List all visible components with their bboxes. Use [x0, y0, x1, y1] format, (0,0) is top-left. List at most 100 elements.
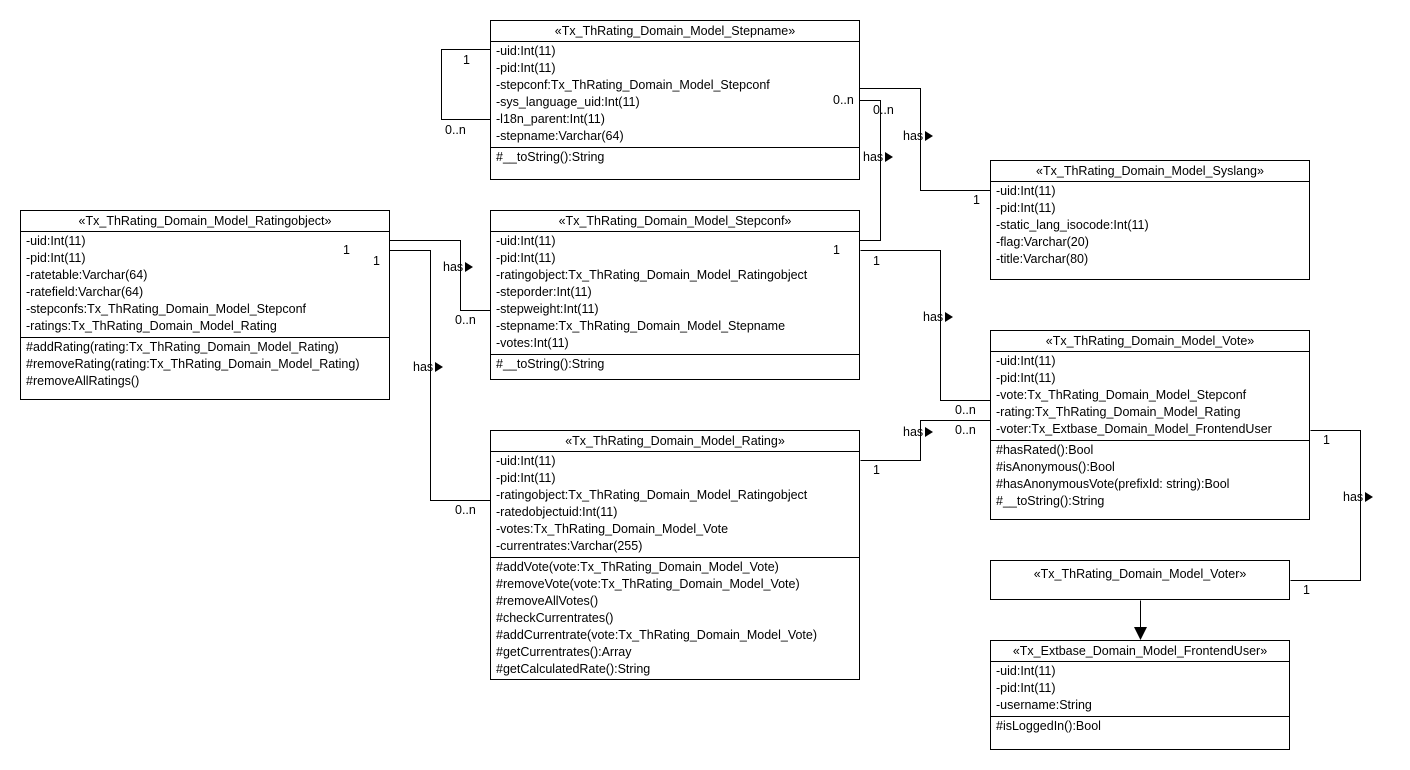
- attribute: -rating:Tx_ThRating_Domain_Model_Rating: [996, 405, 1241, 419]
- operation: #__toString():String: [496, 357, 605, 371]
- operation: #removeVote(vote:Tx_ThRating_Domain_Mode…: [496, 577, 800, 591]
- rating-vote-association: [860, 420, 991, 461]
- association-has-label: has: [443, 260, 473, 274]
- attribute: -username:String: [996, 698, 1092, 712]
- operation: #addVote(vote:Tx_ThRating_Domain_Model_V…: [496, 560, 779, 574]
- operation: #removeRating(rating:Tx_ThRating_Domain_…: [26, 357, 360, 371]
- attribute: -pid:Int(11): [996, 371, 1056, 385]
- attribute: -flag:Varchar(20): [996, 235, 1089, 249]
- attribute: -l18n_parent:Int(11): [496, 112, 605, 126]
- attribute: -uid:Int(11): [996, 354, 1056, 368]
- class-stepname-header: «Tx_ThRating_Domain_Model_Stepname»: [491, 21, 859, 42]
- operation: #removeAllVotes(): [496, 594, 599, 608]
- association-has-label: has: [903, 425, 933, 439]
- attribute: -ratingobject:Tx_ThRating_Domain_Model_R…: [496, 488, 808, 502]
- vote-voter-association: [1290, 430, 1361, 581]
- attribute: -uid:Int(11): [496, 44, 556, 58]
- multiplicity-label: 1: [873, 254, 880, 268]
- multiplicity-label: 0..n: [833, 93, 854, 107]
- operation: #addCurrentrate(vote:Tx_ThRating_Domain_…: [496, 628, 818, 642]
- attribute: -stepname:Tx_ThRating_Domain_Model_Stepn…: [496, 319, 786, 333]
- class-syslang[interactable]: «Tx_ThRating_Domain_Model_Syslang» -uid:…: [990, 160, 1310, 280]
- operation: #getCurrentrates():Array: [496, 645, 632, 659]
- attribute: -title:Varchar(80): [996, 252, 1089, 266]
- multiplicity-label: 1: [343, 243, 350, 257]
- class-frontenduser-operations: #isLoggedIn():Bool: [991, 716, 1289, 737]
- class-ratingobject-operations: #addRating(rating:Tx_ThRating_Domain_Mod…: [21, 337, 389, 392]
- attribute: -stepname:Varchar(64): [496, 129, 624, 143]
- attribute: -static_lang_isocode:Int(11): [996, 218, 1149, 232]
- class-stepconf[interactable]: «Tx_ThRating_Domain_Model_Stepconf» -uid…: [490, 210, 860, 380]
- attribute: -pid:Int(11): [496, 61, 556, 75]
- class-ratingobject[interactable]: «Tx_ThRating_Domain_Model_Ratingobject» …: [20, 210, 390, 400]
- association-has-label: has: [903, 129, 933, 143]
- association-has-label: has: [1343, 490, 1373, 504]
- class-rating-operations: #addVote(vote:Tx_ThRating_Domain_Model_V…: [491, 557, 859, 680]
- class-stepname[interactable]: «Tx_ThRating_Domain_Model_Stepname» -uid…: [490, 20, 860, 180]
- attribute: -votes:Tx_ThRating_Domain_Model_Vote: [496, 522, 729, 536]
- attribute: -pid:Int(11): [26, 251, 86, 265]
- class-voter-header: «Tx_ThRating_Domain_Model_Voter»: [1033, 567, 1247, 581]
- attribute: -vote:Tx_ThRating_Domain_Model_Stepconf: [996, 388, 1247, 402]
- multiplicity-label: 1: [1323, 433, 1330, 447]
- attribute: -uid:Int(11): [496, 234, 556, 248]
- attribute: -ratings:Tx_ThRating_Domain_Model_Rating: [26, 319, 277, 333]
- attribute: -ratetable:Varchar(64): [26, 268, 148, 282]
- attribute: -uid:Int(11): [26, 234, 86, 248]
- operation: #removeAllRatings(): [26, 374, 140, 388]
- attribute: -votes:Int(11): [496, 336, 569, 350]
- class-vote[interactable]: «Tx_ThRating_Domain_Model_Vote» -uid:Int…: [990, 330, 1310, 520]
- multiplicity-label: 0..n: [455, 313, 476, 327]
- class-ratingobject-header: «Tx_ThRating_Domain_Model_Ratingobject»: [21, 211, 389, 232]
- attribute: -pid:Int(11): [996, 681, 1056, 695]
- class-vote-operations: #hasRated():Bool #isAnonymous():Bool #ha…: [991, 440, 1309, 512]
- association-has-label: has: [413, 360, 443, 374]
- multiplicity-label: 0..n: [955, 423, 976, 437]
- operation: #hasAnonymousVote(prefixId: string):Bool: [996, 477, 1230, 491]
- operation: #hasRated():Bool: [996, 443, 1094, 457]
- attribute: -pid:Int(11): [996, 201, 1056, 215]
- attribute: -steporder:Int(11): [496, 285, 592, 299]
- attribute: -uid:Int(11): [996, 664, 1056, 678]
- class-stepname-operations: #__toString():String: [491, 147, 859, 168]
- class-stepconf-header: «Tx_ThRating_Domain_Model_Stepconf»: [491, 211, 859, 232]
- stepconf-vote-association: [860, 250, 991, 401]
- stepname-self-association: [441, 49, 491, 120]
- attribute: -pid:Int(11): [496, 471, 556, 485]
- attribute: -pid:Int(11): [496, 251, 556, 265]
- class-rating[interactable]: «Tx_ThRating_Domain_Model_Rating» -uid:I…: [490, 430, 860, 680]
- class-frontenduser[interactable]: «Tx_Extbase_Domain_Model_FrontendUser» -…: [990, 640, 1290, 750]
- operation: #addRating(rating:Tx_ThRating_Domain_Mod…: [26, 340, 339, 354]
- association-has-label: has: [863, 150, 893, 164]
- class-syslang-header: «Tx_ThRating_Domain_Model_Syslang»: [991, 161, 1309, 182]
- attribute: -uid:Int(11): [996, 184, 1056, 198]
- association-has-label: has: [923, 310, 953, 324]
- attribute: -stepconfs:Tx_ThRating_Domain_Model_Step…: [26, 302, 307, 316]
- attribute: -stepweight:Int(11): [496, 302, 599, 316]
- class-frontenduser-attributes: -uid:Int(11) -pid:Int(11) -username:Stri…: [991, 662, 1289, 716]
- operation: #isLoggedIn():Bool: [996, 719, 1101, 733]
- attribute: -currentrates:Varchar(255): [496, 539, 643, 553]
- attribute: -uid:Int(11): [496, 454, 556, 468]
- class-rating-attributes: -uid:Int(11) -pid:Int(11) -ratingobject:…: [491, 452, 859, 557]
- attribute: -stepconf:Tx_ThRating_Domain_Model_Stepc…: [496, 78, 770, 92]
- class-rating-header: «Tx_ThRating_Domain_Model_Rating»: [491, 431, 859, 452]
- class-stepconf-attributes: -uid:Int(11) -pid:Int(11) -ratingobject:…: [491, 232, 859, 354]
- multiplicity-label: 0..n: [445, 123, 466, 137]
- attribute: -sys_language_uid:Int(11): [496, 95, 640, 109]
- ratingobject-stepconf-association: [330, 240, 491, 311]
- attribute: -ratingobject:Tx_ThRating_Domain_Model_R…: [496, 268, 808, 282]
- multiplicity-label: 0..n: [955, 403, 976, 417]
- class-stepname-attributes: -uid:Int(11) -pid:Int(11) -stepconf:Tx_T…: [491, 42, 859, 147]
- class-vote-attributes: -uid:Int(11) -pid:Int(11) -vote:Tx_ThRat…: [991, 352, 1309, 440]
- multiplicity-label: 1: [873, 463, 880, 477]
- operation: #isAnonymous():Bool: [996, 460, 1115, 474]
- class-syslang-attributes: -uid:Int(11) -pid:Int(11) -static_lang_i…: [991, 182, 1309, 270]
- class-stepconf-operations: #__toString():String: [491, 354, 859, 375]
- class-voter[interactable]: «Tx_ThRating_Domain_Model_Voter»: [990, 560, 1290, 600]
- attribute: -ratefield:Varchar(64): [26, 285, 144, 299]
- multiplicity-label: 1: [833, 243, 840, 257]
- operation: #checkCurrentrates(): [496, 611, 614, 625]
- attribute: -voter:Tx_Extbase_Domain_Model_FrontendU…: [996, 422, 1272, 436]
